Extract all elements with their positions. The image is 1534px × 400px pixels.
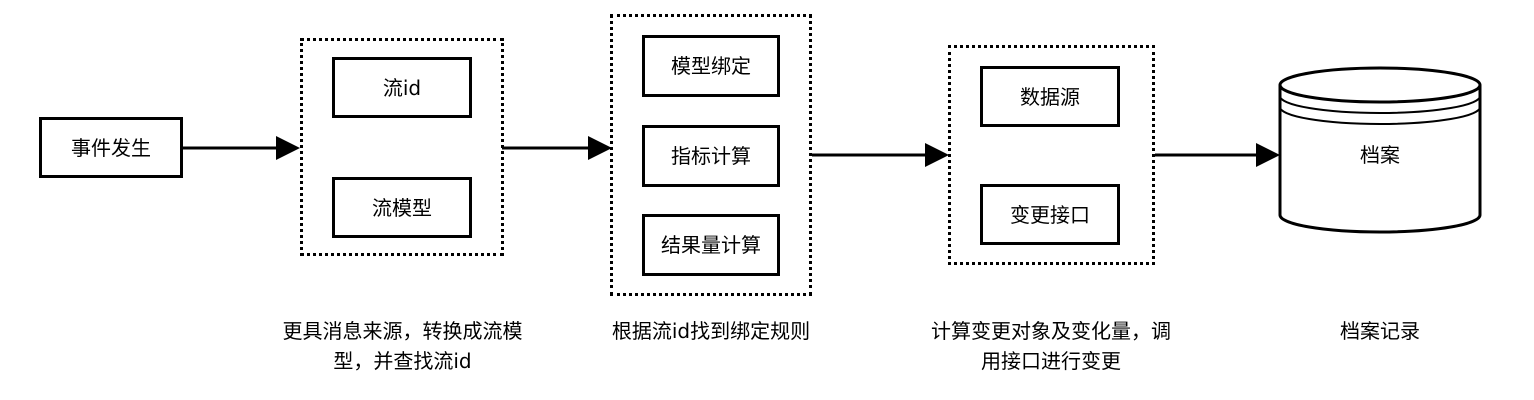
- event-label: 事件发生: [71, 135, 151, 160]
- caption-step4-line1: 档案记录: [1340, 319, 1420, 343]
- arrow-event-to-group1: [182, 136, 300, 160]
- change-interface-label: 变更接口: [1010, 202, 1090, 227]
- result-calc-label: 结果量计算: [661, 233, 761, 257]
- stream-id-label: 流id: [382, 75, 422, 100]
- group-change-execution: [948, 45, 1155, 265]
- group-rule-binding: [610, 14, 812, 296]
- caption-step1: 更具消息来源，转换成流模 型，并查找流id: [240, 316, 565, 376]
- stream-id-box: 流id: [332, 57, 472, 118]
- caption-step1-line1: 更具消息来源，转换成流模: [282, 319, 523, 343]
- event-box: 事件发生: [39, 117, 183, 178]
- model-binding-label: 模型绑定: [671, 54, 751, 78]
- result-calc-box: 结果量计算: [642, 214, 780, 276]
- caption-step3-line1: 计算变更对象及变化量，调: [931, 319, 1171, 343]
- data-source-box: 数据源: [980, 66, 1120, 127]
- archive-database-icon: [1278, 66, 1482, 234]
- caption-step4: 档案记录: [1300, 316, 1460, 346]
- arrow-group3-to-archive: [1155, 143, 1280, 167]
- caption-step2-line1: 根据流id找到绑定规则: [611, 319, 811, 343]
- metric-calc-box: 指标计算: [642, 125, 780, 187]
- caption-step1-line2: 型，并查找流id: [333, 349, 472, 373]
- arrow-group1-to-group2: [502, 136, 612, 160]
- change-interface-box: 变更接口: [980, 184, 1120, 245]
- metric-calc-label: 指标计算: [671, 144, 751, 168]
- group-stream-conversion: [300, 38, 504, 256]
- stream-model-box: 流模型: [332, 177, 472, 238]
- archive-label: 档案: [1360, 143, 1400, 167]
- stream-model-label: 流模型: [372, 195, 432, 220]
- model-binding-box: 模型绑定: [642, 35, 780, 97]
- caption-step2: 根据流id找到绑定规则: [580, 316, 842, 346]
- arrow-group2-to-group3: [812, 143, 949, 167]
- caption-step3-line2: 用接口进行变更: [981, 349, 1121, 373]
- caption-step3: 计算变更对象及变化量，调 用接口进行变更: [890, 316, 1212, 376]
- data-source-label: 数据源: [1020, 84, 1080, 109]
